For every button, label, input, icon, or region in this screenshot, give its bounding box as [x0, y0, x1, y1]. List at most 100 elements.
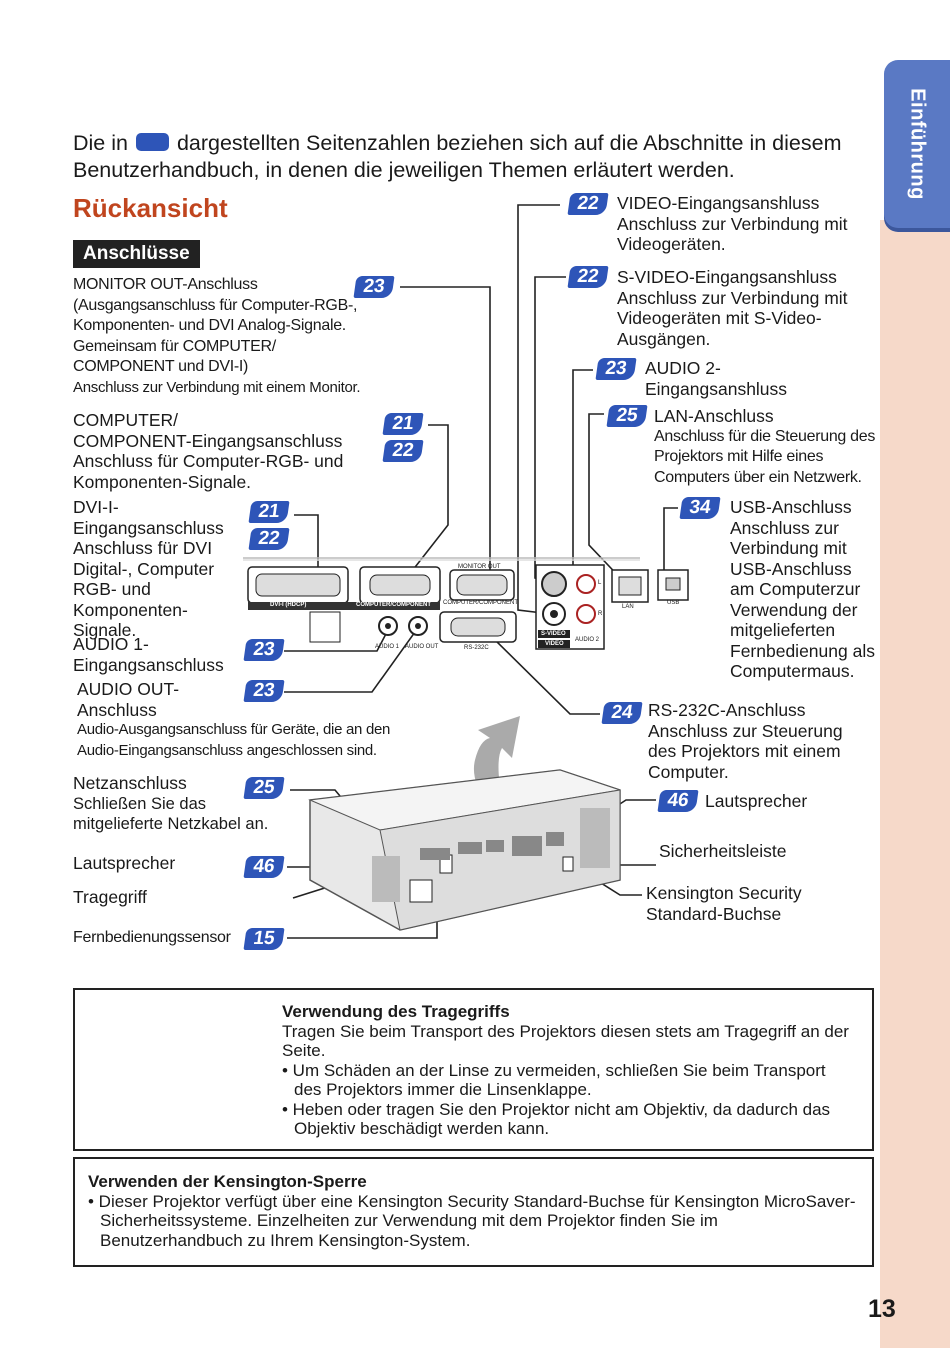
page-badge[interactable]: 21 — [382, 413, 424, 435]
computer-desc: Anschluss für Computer-RGB- und Komponen… — [73, 451, 344, 492]
handle-label: Tragegriff — [73, 887, 147, 907]
page-number: 13 — [868, 1295, 896, 1323]
dvi-label: DVI-I- Eingangsanschluss Anschluss für D… — [73, 497, 248, 641]
rear-panel-illustration — [243, 557, 689, 650]
svideo-desc: Anschluss zur Verbindung mit Videogeräte… — [617, 287, 848, 349]
audio1-title-1: AUDIO 1- — [73, 634, 149, 654]
panel-r: R — [598, 611, 603, 617]
projector-illustration — [308, 769, 621, 931]
handle-info-bullet: • Um Schäden an der Linse zu vermeiden, … — [282, 1060, 826, 1100]
handle-info-text: Verwendung des Tragegriffs Tragen Sie be… — [282, 1002, 852, 1139]
page-badge[interactable]: 15 — [243, 928, 285, 950]
page-ref-badge-icon — [135, 133, 169, 152]
page-badge[interactable]: 46 — [657, 790, 699, 812]
panel-l: L — [598, 580, 602, 586]
usb-title: USB-Anschluss — [730, 497, 852, 517]
computer-label: COMPUTER/ COMPONENT-Eingangsanschluss An… — [73, 410, 373, 492]
video-label: VIDEO-Eingangsanshluss Anschluss zur Ver… — [617, 193, 867, 255]
video-title: VIDEO-Eingangsanshluss — [617, 193, 820, 213]
panel-audio1: AUDIO 1 — [375, 644, 400, 650]
usb-desc: Anschluss zur Verbindung mit USB-Anschlu… — [730, 517, 875, 682]
kensington-info-text: Verwenden der Kensington-Sperre • Dieser… — [88, 1172, 858, 1250]
page-badge[interactable]: 22 — [567, 193, 609, 215]
kensington-title-2: Standard-Buchse — [646, 903, 782, 924]
dvi-title-1: DVI-I- — [73, 497, 119, 517]
audio-out-label: AUDIO OUT- Anschluss Audio-Ausgangsansch… — [77, 679, 397, 761]
handle-info-desc: Tragen Sie beim Transport des Projektors… — [282, 1021, 849, 1061]
svideo-label: S-VIDEO-Eingangsanshluss Anschluss zur V… — [617, 267, 867, 349]
page-badge[interactable]: 34 — [679, 497, 721, 519]
panel-audio2: AUDIO 2 — [575, 637, 600, 643]
panel-video: VIDEO — [545, 641, 564, 647]
audio1-label: AUDIO 1- Eingangsanschluss — [73, 634, 248, 675]
rs232-label: RS-232C-Anschluss Anschluss zur Steuerun… — [648, 700, 863, 782]
panel-lan: LAN — [622, 604, 634, 610]
page-badge[interactable]: 22 — [248, 528, 290, 550]
audio1-title-2: Eingangsanschluss — [73, 654, 224, 675]
panel-rs232: RS-232C — [464, 645, 489, 651]
panel-svideo: S-VIDEO — [541, 631, 566, 637]
panel-dvi: DVI-I (HDCP) — [270, 602, 307, 608]
dvi-desc: Anschluss für DVI Digital-, Computer RGB… — [73, 538, 215, 640]
lan-desc: Anschluss für die Steuerung des Projekto… — [654, 427, 876, 486]
audio-out-desc: Audio-Ausgangsanschluss für Geräte, die … — [77, 721, 391, 759]
svideo-title: S-VIDEO-Eingangsanshluss — [617, 267, 837, 287]
section-subtitle: Anschlüsse — [73, 240, 200, 268]
computer-title-1: COMPUTER/ — [73, 410, 178, 430]
power-title: Netzanschluss — [73, 773, 187, 793]
sidebar-strip — [880, 220, 950, 1348]
page-title: Rückansicht — [73, 193, 228, 223]
panel-computer: COMPUTER/COMPONENT — [356, 602, 431, 608]
handle-info-title: Verwendung des Tragegriffs — [282, 1002, 510, 1021]
panel-monitor-out: MONITOR OUT — [458, 564, 501, 570]
page-badge[interactable]: 25 — [243, 777, 285, 799]
lan-label: LAN-Anschluss Anschluss für die Steuerun… — [654, 406, 876, 488]
power-desc: Schließen Sie das mitgelieferte Netzkabe… — [73, 794, 269, 834]
monitor-out-sub: Anschluss zur Verbindung mit einem Monit… — [73, 378, 361, 396]
audio-out-title-1: AUDIO OUT- — [77, 679, 180, 699]
kensington-info-box — [73, 1157, 874, 1267]
page-badge[interactable]: 46 — [243, 856, 285, 878]
panel-computer-2: COMPUTER/COMPONENT — [443, 600, 518, 606]
monitor-out-title: MONITOR OUT-Anschluss — [73, 276, 258, 293]
kensington-info-title: Verwenden der Kensington-Sperre — [88, 1172, 367, 1191]
page-badge[interactable]: 22 — [567, 266, 609, 288]
intro-after: dargestellten Seitenzahlen beziehen sich… — [73, 131, 842, 182]
page-badge[interactable]: 23 — [353, 276, 395, 298]
speaker-left-label: Lautsprecher — [73, 853, 176, 873]
security-label: Sicherheitsleiste — [659, 841, 787, 861]
monitor-out-desc: (Ausgangsanschluss für Computer-RGB-, Ko… — [73, 296, 358, 376]
panel-usb: USB — [667, 600, 680, 606]
power-label: Netzanschluss Schließen Sie das mitgelie… — [73, 773, 283, 835]
rs232-title: RS-232C-Anschluss — [648, 700, 806, 720]
page-badge[interactable]: 22 — [382, 440, 424, 462]
monitor-out-label: MONITOR OUT-Anschluss (Ausgangsanschluss… — [73, 275, 373, 398]
video-desc: Anschluss zur Verbindung mit Videogeräte… — [617, 213, 848, 255]
page-badge[interactable]: 23 — [595, 358, 637, 380]
page-badge[interactable]: 21 — [248, 501, 290, 523]
page-badge[interactable]: 25 — [606, 405, 648, 427]
audio2-title-2: Eingangsanshluss — [645, 378, 788, 399]
panel-audio-out: AUDIO OUT — [405, 644, 439, 650]
lan-title: LAN-Anschluss — [654, 406, 774, 426]
page-badge[interactable]: 23 — [243, 639, 285, 661]
rs232-desc: Anschluss zur Steuerung des Projektors m… — [648, 720, 843, 782]
page-badge[interactable]: 23 — [243, 680, 285, 702]
sensor-label: Fernbedienungssensor — [73, 929, 231, 946]
audio2-label: AUDIO 2- Eingangsanshluss — [645, 358, 845, 399]
intro-before: Die in — [73, 131, 128, 155]
usb-label: USB-Anschluss Anschluss zur Verbindung m… — [730, 497, 876, 682]
computer-title-2: COMPONENT-Eingangsanschluss — [73, 430, 343, 451]
handle-info-bullet: • Heben oder tragen Sie den Projektor ni… — [282, 1099, 831, 1139]
kensington-label: Kensington Security Standard-Buchse — [646, 883, 866, 924]
intro-text: Die in dargestellten Seitenzahlen bezieh… — [73, 130, 873, 184]
kensington-info-bullet: • Dieser Projektor verfügt über eine Ken… — [88, 1191, 856, 1250]
kensington-title-1: Kensington Security — [646, 883, 802, 903]
handle-info-box — [73, 988, 874, 1151]
page-badge[interactable]: 24 — [601, 702, 643, 724]
audio-out-title-2: Anschluss — [77, 699, 157, 720]
dvi-title-2: Eingangsanschluss — [73, 517, 224, 538]
speaker-right-label: Lautsprecher — [705, 791, 808, 811]
section-tab: Einführung — [884, 60, 950, 228]
audio2-title-1: AUDIO 2- — [645, 358, 721, 378]
